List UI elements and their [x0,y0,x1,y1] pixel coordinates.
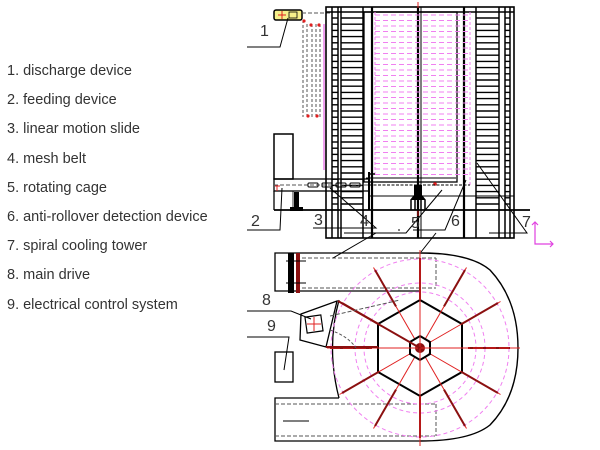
axis-indicator-icon [531,221,554,248]
radial-arm [443,389,466,427]
callout-1: 1 [260,23,269,40]
discharge-conveyor-plan [274,252,437,293]
legend-item-feeding-device: 2. feeding device [7,92,117,109]
radial-arm [374,389,397,427]
legend-item-main-drive: 8. main drive [7,267,91,284]
radial-arm [443,269,466,307]
tower-tier-slats-right [476,17,510,205]
callout-8: 8 [262,292,271,309]
tower-tier-slats-left [332,17,363,205]
plan-view: 8 9 [247,232,520,446]
legend-item-electrical-control: 9. electrical control system [7,296,178,313]
callout-7: 7 [522,214,531,231]
callout-2: 2 [251,213,260,230]
leader-lines-elevation [247,17,528,234]
callout-4: 4 [360,213,369,230]
legend-item-rotating-cage: 5. rotating cage [7,179,107,196]
callout-6: 6 [451,213,460,230]
leader-lines-plan [247,232,437,371]
component-legend: 1. discharge device 2. feeding device 3.… [7,60,208,323]
legend-item-spiral-cooling-tower: 7. spiral cooling tower [7,238,148,255]
callout-3: 3 [314,212,323,229]
legend-item-anti-rollover-detection: 6. anti-rollover detection device [7,208,208,225]
electrical-control-cabinet [274,351,294,383]
legend-item-discharge-device: 1. discharge device [7,63,132,79]
radial-arm [374,269,397,307]
main-drive [299,299,421,349]
radial-arm [461,302,499,325]
radial-arm [341,371,379,394]
legend-item-linear-motion-slide: 3. linear motion slide [7,121,140,138]
main-drive-base [410,185,426,216]
legend-item-mesh-belt: 4. mesh belt [7,150,86,167]
callout-9: 9 [267,318,276,335]
spiral-cooling-tower [325,2,515,239]
feeding-conveyor-plan [274,397,437,442]
callout-5: 5 [411,215,420,232]
mesh-belt-spiral-tiers [374,12,471,185]
radial-arm [461,371,499,394]
elevation-view: 1 2 3 4 5 6 7 [247,2,554,248]
discharge-device [273,9,330,170]
